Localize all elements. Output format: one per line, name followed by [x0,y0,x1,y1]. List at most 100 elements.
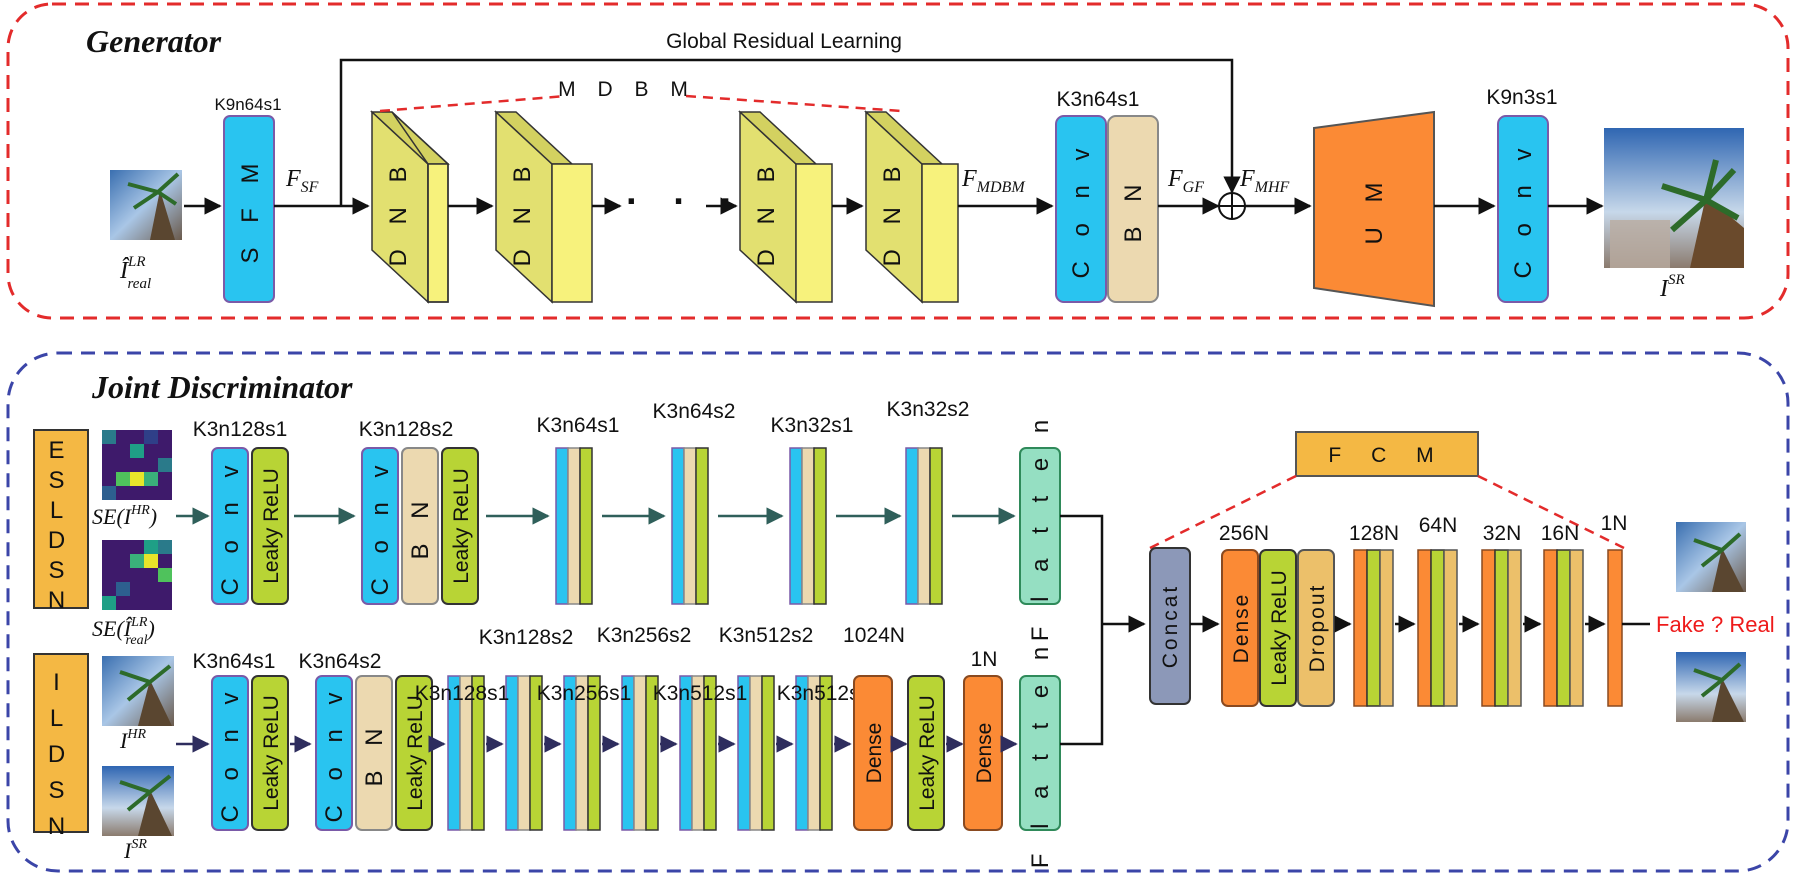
bot-thin-block [505,675,543,831]
bot-conv-2 [315,675,353,831]
bot-thin-block [679,675,717,831]
fcm-thin-block [1353,549,1394,707]
top-conv-2-label: C o n v [367,456,394,595]
top-bn-2-label: B N [407,492,434,559]
bot-thin-blocks [428,675,852,831]
discriminator-title: Joint Discriminator [91,369,353,405]
fcm-spec-2: 128N [1349,522,1399,545]
fcm-label: F C M [1328,444,1445,467]
bot-spec-10: 1024N [843,624,905,647]
fcm-leaky [1259,549,1297,707]
sfm-block [223,115,275,303]
gen-conv2-label: C o n v [1510,139,1537,278]
esldsn-block [33,429,89,609]
top-bn-2 [401,447,439,605]
fcm-dropout-label: Dropout [1306,584,1329,673]
top-leaky-2 [441,447,479,605]
bot-leaky-1-label: Leaky ReLU [260,695,283,811]
bot-bn-2-label: B N [361,719,388,786]
gen-bn-label: B N [1120,175,1147,242]
mdbm-label: M D B M [558,78,696,101]
fcm-thin-block [1543,549,1584,707]
mdbm-span-left [379,94,567,113]
f-mdbm-label: FMDBM [961,166,1026,196]
top-spec-6: K3n32s2 [887,398,970,421]
f-gf-label: FGF [1167,166,1204,196]
bot-spec-6: K3n256s1 [537,682,632,705]
fcm-thin-block [1481,549,1522,707]
svg-text:D N B: D N B [509,157,536,266]
fcm-block [1295,431,1479,477]
gen-conv2-block [1497,115,1549,303]
top-spec-2: K3n128s2 [359,418,454,441]
f-sf-label: FSF [285,166,319,196]
top-thin-block-2 [671,447,709,605]
svg-text:D N B: D N B [385,157,412,266]
gen-bn-block [1107,115,1159,303]
dnb-block-3: D N B [738,110,833,304]
top-flatten-label: F l a t t e n [1027,411,1054,641]
input-lr-image [110,170,182,240]
merge-bottom-line [1060,624,1104,746]
bot-spec-2: K3n64s2 [299,650,382,673]
global-residual-label: Global Residual Learning [666,30,902,53]
gen-conv-block [1055,115,1107,303]
um-block [1313,110,1435,308]
bot-thin-block [621,675,659,831]
bot-thin-block [563,675,601,831]
bot-conv-2-label: C o n v [321,683,348,822]
top-spec-1: K3n128s1 [193,418,288,441]
image-i-sr [102,766,174,836]
bot-leaky-3-label: Leaky ReLU [916,695,939,811]
bot-dense-1-label: Dense [863,723,886,784]
generator-title: Generator [86,23,222,59]
sfm-spec: K9n64s1 [214,95,281,114]
dnb-block-1: D N B [370,110,450,304]
top-leaky-2-label: Leaky ReLU [450,468,473,584]
top-leaky-1 [251,447,289,605]
heatmap-se-lr [102,540,172,610]
fcm-spec-6: 1N [1601,512,1628,535]
bot-leaky-2 [395,675,433,831]
bot-flatten-label: F l a t t e n [1027,638,1054,868]
bot-spec-7: K3n512s2 [719,624,814,647]
bot-conv-1 [211,675,249,831]
svg-text:D N B: D N B [879,157,906,266]
top-spec-5: K3n32s1 [771,414,854,437]
top-leaky-1-label: Leaky ReLU [260,468,283,584]
conv-bn-spec: K3n64s1 [1057,88,1140,111]
top-thin-block-4 [905,447,943,605]
i-hr-label: IHR [119,727,146,753]
fcm-dense [1221,549,1259,707]
conv2-spec: K9n3s1 [1486,86,1557,109]
bot-dense-2-label: Dense [973,723,996,784]
bot-thin-block [737,675,775,831]
top-conv-2 [361,447,399,605]
f-mhf-label: FMHF [1239,166,1290,196]
top-conv-1-label: C o n v [217,456,244,595]
fcm-spec-3: 64N [1419,514,1458,537]
bot-leaky-3 [907,675,945,831]
merge-top-line [1060,514,1104,624]
bot-spec-1: K3n64s1 [193,650,276,673]
bot-dense-1 [853,675,893,831]
ildsn-block [33,653,89,833]
bot-thin-block [795,675,833,831]
dnb-block-4: D N B [864,110,959,304]
concat-label: Concat [1159,584,1182,669]
bot-leaky-2-label: Leaky ReLU [404,695,427,811]
top-spec-4: K3n64s2 [653,400,736,423]
result-label: Fake ? Real [1656,612,1775,637]
bot-conv-1-label: C o n v [217,683,244,822]
output-sr-label: ISR [1659,272,1685,302]
svg-text:D N B: D N B [753,157,780,266]
heatmap-se-hr [102,430,172,500]
bot-spec-11: 1N [971,648,998,671]
se-hr-label: SE(IHR) [92,503,157,529]
mdbm-span-right [685,94,903,113]
bot-flatten [1019,675,1061,831]
image-i-hr [102,656,174,726]
bot-leaky-1 [251,675,289,831]
